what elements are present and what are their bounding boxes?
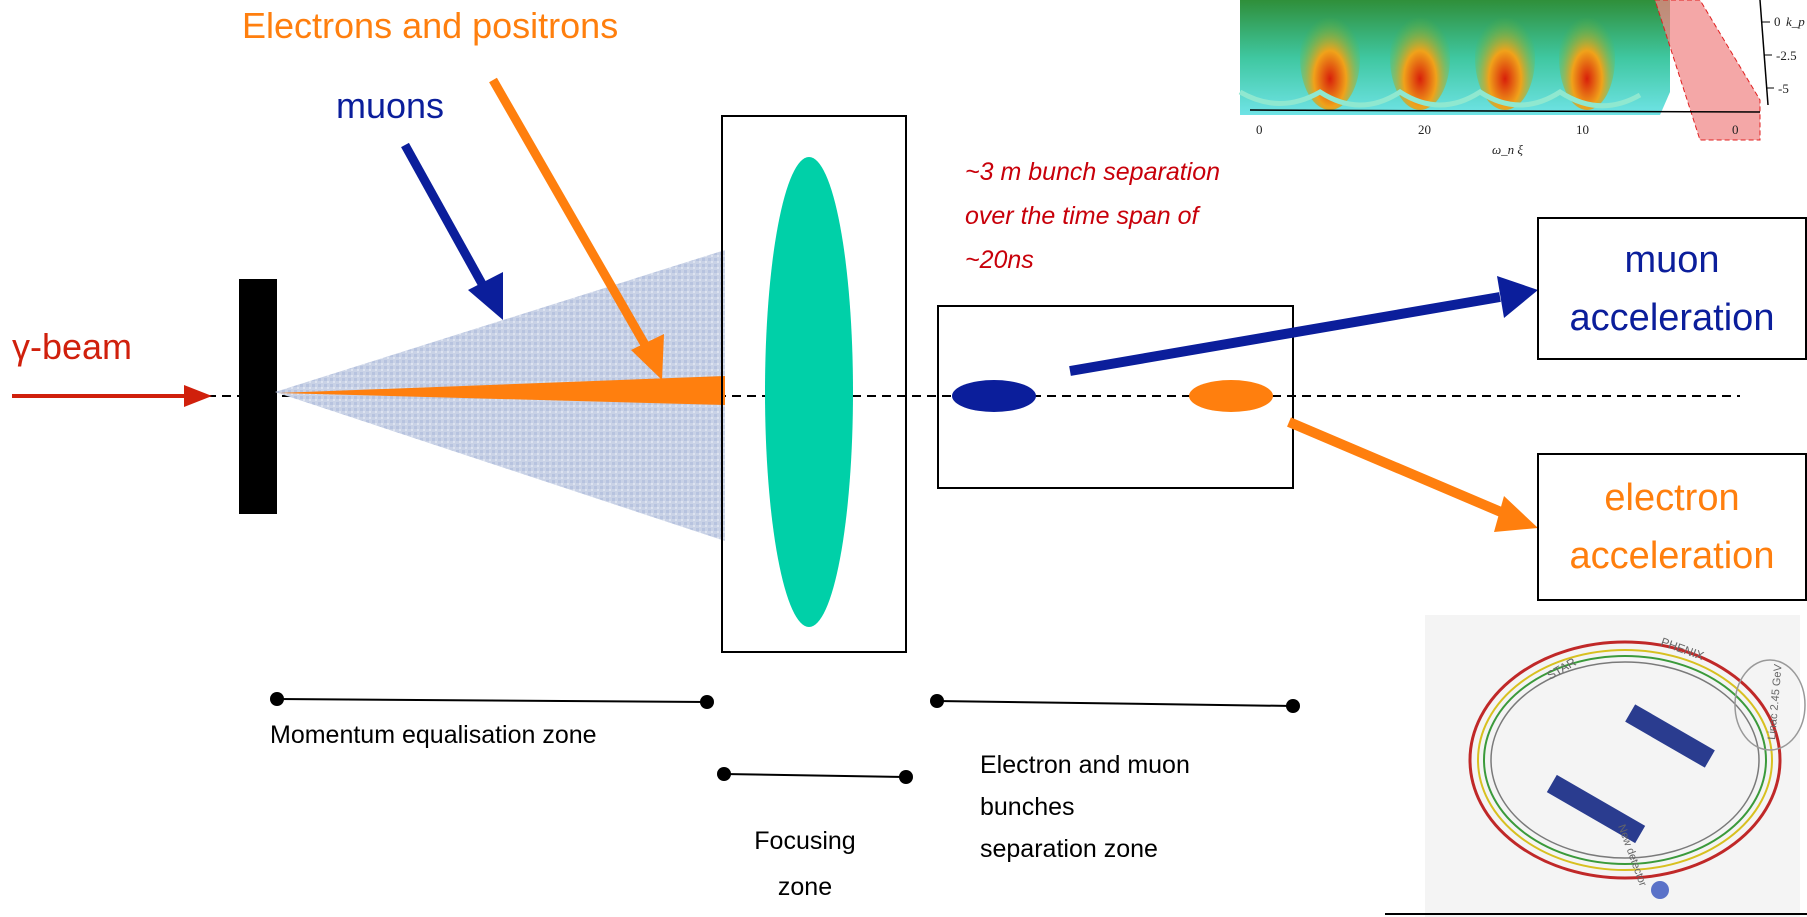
muon-box-line-2: acceleration: [1569, 297, 1775, 339]
separation-box: [937, 305, 1294, 489]
gamma-beam-label: γ-beam: [12, 326, 133, 367]
separation-zone-ruler: [930, 694, 1300, 713]
gamma-beam-arrow: [12, 385, 212, 407]
target-block: [239, 279, 277, 514]
electrons-positrons-label: Electrons and positrons: [242, 5, 619, 46]
electron-jet: [278, 376, 725, 405]
focusing-box: [721, 115, 907, 653]
separation-zone-line-2: bunches: [980, 793, 1075, 821]
focusing-zone-ruler: [717, 767, 913, 784]
inset-x-tick-2: 10: [1576, 122, 1589, 137]
muon-acceleration-box: muon acceleration: [1537, 217, 1807, 360]
momentum-zone-ruler: [270, 692, 714, 709]
bunch-note-line-1: ~3 m bunch separation: [965, 158, 1221, 186]
muons-label: muons: [336, 85, 445, 126]
inset-x-label: ω_n ξ: [1492, 142, 1523, 157]
inset-x-tick-1: 20: [1418, 122, 1431, 137]
electron-acceleration-box: electron acceleration: [1537, 453, 1807, 601]
inset-x-tick-0: 0: [1256, 122, 1263, 137]
separation-zone-label: Electron and muon bunches separation zon…: [980, 744, 1190, 870]
inset-y-tick-0: 0: [1774, 14, 1781, 29]
momentum-zone-label: Momentum equalisation zone: [270, 721, 597, 749]
electron-bunch: [1189, 380, 1273, 412]
inset-x-tick-3: 0: [1732, 122, 1739, 137]
muon-acceleration-arrow: [1069, 276, 1538, 376]
focusing-lens: [765, 157, 853, 627]
electron-box-line-2: acceleration: [1569, 535, 1775, 577]
bunch-note-line-2: over the time span of: [965, 202, 1199, 230]
electron-acceleration-arrow: [1287, 417, 1538, 532]
muons-pointer-arrow: [401, 142, 503, 320]
focusing-zone-label: Focusing zone: [730, 818, 880, 910]
wakefield-inset-plot: 0 20 10 0 ω_n ξ 0 -2.5 -5 k_p x: [1238, 0, 1807, 157]
muon-bunch: [952, 380, 1036, 412]
inset-y-label: k_p x: [1786, 14, 1807, 29]
inset-y-tick-2: -5: [1778, 81, 1789, 96]
bunch-note-line-3: ~20ns: [965, 246, 1034, 274]
focusing-zone-line-2: zone: [777, 873, 833, 901]
focusing-zone-line-1: Focusing: [754, 827, 856, 855]
separation-zone-line-1: Electron and muon: [980, 751, 1190, 779]
electrons-pointer-arrow: [489, 77, 664, 380]
separation-zone-line-3: separation zone: [980, 835, 1158, 863]
collider-ring-inset: STAR PHENIX Linac 2.45 GeV New detector: [1385, 615, 1807, 917]
electron-box-line-1: electron: [1604, 477, 1740, 519]
muon-box-line-1: muon: [1624, 239, 1720, 281]
inset-y-tick-1: -2.5: [1776, 48, 1797, 63]
bunch-separation-note: ~3 m bunch separation over the time span…: [965, 150, 1220, 282]
